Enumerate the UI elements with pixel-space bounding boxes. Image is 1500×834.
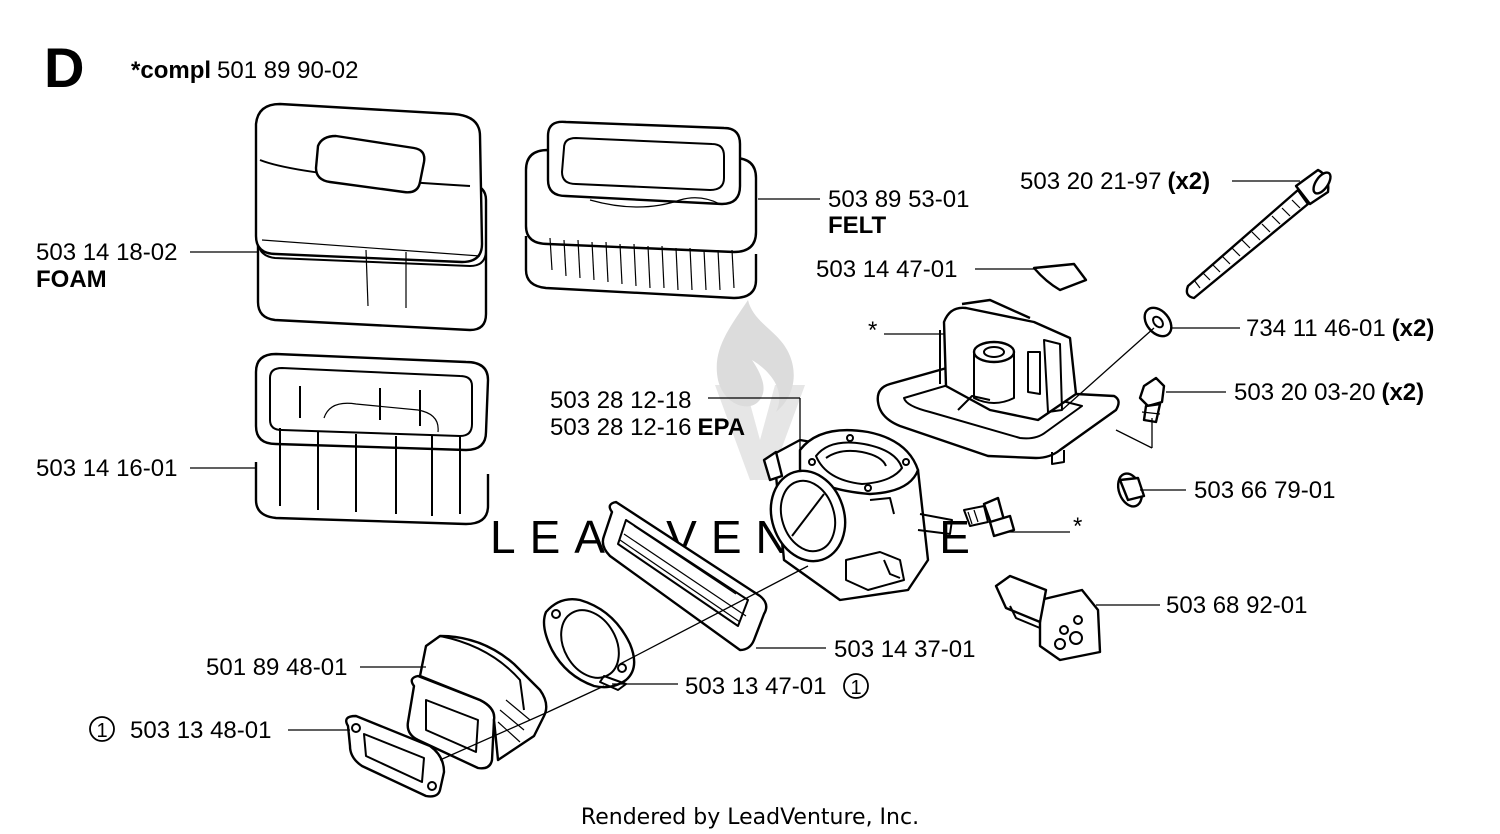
carburetor — [762, 428, 953, 602]
washer — [1143, 306, 1173, 338]
label-frame-number: 503 14 16-01 — [36, 455, 177, 482]
compl-prefix: *compl — [131, 57, 211, 84]
wedge-part — [1032, 262, 1088, 292]
leader-lines — [190, 180, 1300, 761]
section-letter: D — [44, 36, 84, 99]
gasket-ref-circle: 1 — [843, 673, 869, 699]
footer-credit: Rendered by LeadVenture, Inc. — [581, 805, 919, 830]
label-washer: 734 11 46-01(x2) — [1246, 315, 1434, 342]
filter-frame — [254, 352, 490, 526]
label-plug-number: 503 66 79-01 — [1194, 477, 1335, 504]
label-foam-name: FOAM — [36, 266, 107, 293]
label-felt-name: FELT — [828, 212, 887, 239]
flange-gasket — [345, 714, 446, 798]
felt-filter — [524, 120, 758, 300]
label-flange-number: 503 13 48-01 — [130, 717, 271, 744]
label-valve-number: 503 68 92-01 — [1166, 592, 1307, 619]
watermark-v-icon — [715, 385, 805, 480]
label-felt-number: 503 89 53-01 — [828, 186, 969, 213]
label-bolt: 503 20 21-97(x2) — [1020, 168, 1210, 195]
label-gasket-number: 503 13 47-01 — [685, 673, 826, 700]
label-washer-qty: (x2) — [1392, 315, 1435, 342]
label-bolt-number: 503 20 21-97 — [1020, 168, 1161, 195]
label-bolt-qty: (x2) — [1167, 168, 1210, 195]
watermark-flame-icon — [716, 300, 794, 412]
gasket-part — [542, 598, 636, 691]
label-star-mid: * — [1073, 513, 1082, 540]
label-star-top: * — [868, 317, 877, 344]
flange-ref-circle: 1 — [89, 716, 115, 742]
label-washer-number: 734 11 46-01 — [1246, 315, 1386, 342]
label-adapter-number: 503 14 37-01 — [834, 636, 975, 663]
valve-part — [994, 574, 1102, 662]
foam-filter — [254, 102, 488, 332]
plug-part — [1116, 472, 1146, 508]
label-screw-qty: (x2) — [1381, 379, 1424, 406]
label-screw-number: 503 20 03-20 — [1234, 379, 1375, 406]
compl-number: 501 89 90-02 — [217, 57, 358, 84]
label-carb-number-2: 503 28 12-16 — [550, 414, 691, 441]
adapter-part — [601, 500, 768, 652]
long-bolt — [1185, 168, 1332, 300]
fitting-part — [963, 496, 1016, 538]
air-housing — [876, 298, 1120, 465]
label-carb-epa: EPA — [697, 414, 745, 441]
label-screw: 503 20 03-20(x2) — [1234, 379, 1424, 406]
label-foam-number: 503 14 18-02 — [36, 239, 177, 266]
gasket-ref-text: 1 — [850, 677, 861, 699]
small-screw — [1138, 376, 1166, 424]
flange-ref-text: 1 — [96, 720, 107, 742]
label-intake-number: 501 89 48-01 — [206, 654, 347, 681]
label-carb-number-1: 503 28 12-18 — [550, 387, 691, 414]
label-wedge-number: 503 14 47-01 — [816, 256, 957, 283]
